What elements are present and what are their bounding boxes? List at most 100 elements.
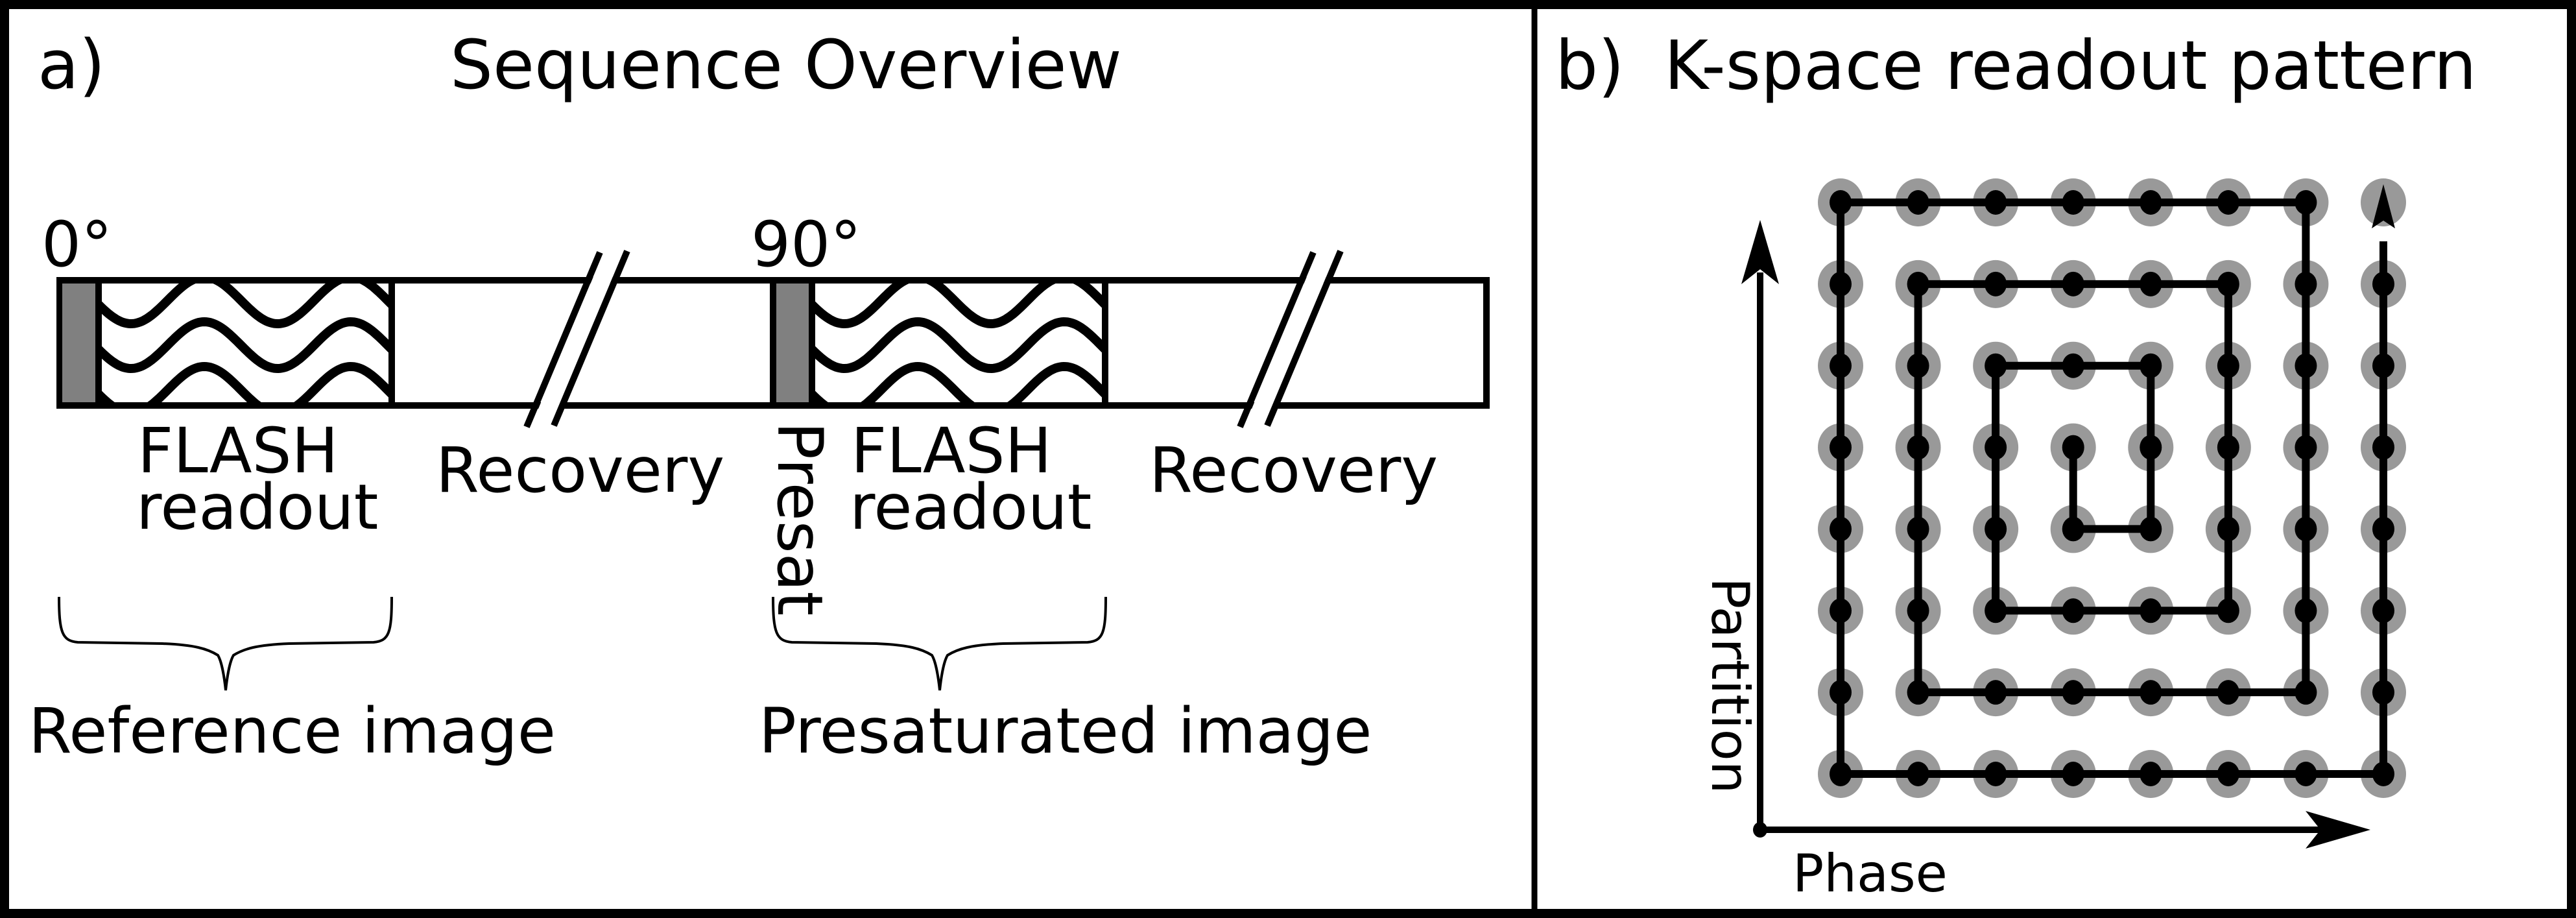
kspace-sample-dot [2372, 271, 2394, 296]
kspace-sample-dot [2062, 680, 2084, 705]
kspace-sample-dot [2372, 516, 2394, 542]
panel-b-label: b) [1555, 26, 1625, 105]
kspace-sample-dot [1907, 435, 1929, 460]
kspace-sample-dot [1985, 271, 2007, 296]
kspace-sample-dot [2062, 762, 2084, 786]
kspace-sample-dot [1830, 598, 1852, 623]
kspace-sample-dot [1985, 516, 2007, 542]
readout-wave-line [815, 317, 1102, 374]
panel-a: a) Sequence Overview 0° 90° [29, 25, 1490, 767]
kspace-sample-dot [1907, 190, 1929, 215]
kspace-sample-dot [1830, 516, 1852, 542]
kspace-sample-dot [1830, 190, 1852, 215]
brace-presat [772, 596, 1107, 691]
kspace-sample-dot [1907, 353, 1929, 378]
time-break-mark [1237, 250, 1344, 428]
readout-wave-line [102, 284, 388, 329]
kspace-sample-dot [2140, 353, 2162, 378]
readout-label-reference-line2: readout [136, 471, 378, 544]
kspace-sample-dot [2062, 271, 2084, 296]
recovery-label-reference: Recovery [436, 434, 724, 507]
readout-label-reference-line1: FLASH [137, 415, 339, 487]
image-label-reference: Reference image [29, 695, 556, 767]
axes-origin-dot [1753, 822, 1767, 838]
kspace-sample-dot [1985, 598, 2007, 623]
kspace-sample-dot [2062, 190, 2084, 215]
partition-axis-arrowhead [1741, 220, 1779, 284]
kspace-sample-dot [2372, 762, 2394, 786]
panel-a-label: a) [38, 25, 105, 104]
kspace-sample-dot [2217, 516, 2239, 542]
kspace-sample-dot [2295, 680, 2317, 705]
readout-wave-line [815, 361, 1102, 402]
partition-axis-label: Partition [1700, 577, 1760, 793]
kspace-sample-dot [2140, 435, 2162, 460]
kspace-sample-dot [2295, 353, 2317, 378]
kspace-sample-dot [2217, 190, 2239, 215]
kspace-sample-dot [2217, 353, 2239, 378]
kspace-sample-dot [2372, 598, 2394, 623]
phase-axis-label: Phase [1793, 843, 1948, 904]
sequence-timeline [56, 250, 1490, 428]
flip-angle-label-presat: 90° [751, 208, 861, 281]
kspace-sample-dot [1985, 762, 2007, 786]
presat-pulse-block [776, 284, 809, 402]
readout-path-arrowhead [2372, 184, 2395, 228]
kspace-sample-dot [2217, 680, 2239, 705]
readout-wave-line [102, 361, 388, 402]
kspace-sample-dot [2140, 516, 2162, 542]
readout-label-presat-line2: readout [850, 471, 1091, 544]
excitation-pulse-block-reference [62, 284, 96, 402]
flip-angle-label-reference: 0° [42, 208, 112, 281]
kspace-sample-dot [2217, 598, 2239, 623]
panel-b-title: K-space readout pattern [1664, 26, 2477, 105]
kspace-sample-dot [2062, 598, 2084, 623]
kspace-sample-dot [2295, 190, 2317, 215]
kspace-sample-dot [2217, 271, 2239, 296]
kspace-sample-dot [2140, 598, 2162, 623]
readout-label-presat-line1: FLASH [851, 415, 1052, 487]
kspace-sample-dot [1985, 680, 2007, 705]
brace-reference [58, 596, 393, 691]
image-label-presat: Presaturated image [759, 695, 1372, 767]
kspace-sample-dot [1907, 598, 1929, 623]
kspace-sample-dot [2140, 762, 2162, 786]
kspace-sample-dot [2140, 271, 2162, 296]
kspace-sample-dot [2062, 435, 2084, 460]
panel-a-title: Sequence Overview [450, 25, 1122, 104]
kspace-sample-dot [1830, 353, 1852, 378]
kspace-sample-dot [2295, 435, 2317, 460]
recovery-label-presat: Recovery [1149, 434, 1438, 507]
kspace-sample-dot [1830, 271, 1852, 296]
kspace-sample-dot [2372, 435, 2394, 460]
kspace-sample-dot [1830, 435, 1852, 460]
kspace-sample-dot [2295, 598, 2317, 623]
flash-readout-waves-reference [102, 284, 388, 402]
kspace-sample-dot [2062, 353, 2084, 378]
kspace-sample-dot [2372, 353, 2394, 378]
kspace-sample-dot [1830, 680, 1852, 705]
time-break-mark [523, 250, 630, 428]
presat-label: Presat [763, 422, 836, 616]
phase-axis-arrowhead [2306, 811, 2370, 849]
kspace-sample-dot [1985, 190, 2007, 215]
kspace-sample-dot [2295, 762, 2317, 786]
kspace-sample-dot [1907, 516, 1929, 542]
kspace-sample-dot [2062, 516, 2084, 542]
kspace-sample-dot [1907, 762, 1929, 786]
readout-wave-line [102, 317, 388, 374]
kspace-sample-dot [1985, 353, 2007, 378]
kspace-sample-dot [1985, 435, 2007, 460]
readout-wave-line [815, 284, 1102, 329]
panel-b: b) K-space readout pattern Phase Partiti… [1555, 26, 2477, 904]
kspace-sample-dot [2217, 762, 2239, 786]
kspace-sample-dot [1830, 762, 1852, 786]
flash-readout-waves-presat [815, 284, 1102, 402]
kspace-sample-dot [2140, 190, 2162, 215]
kspace-sample-dot [2140, 680, 2162, 705]
kspace-sample-dots [1830, 190, 2394, 786]
kspace-sample-dot [1907, 680, 1929, 705]
kspace-sample-dot [2295, 271, 2317, 296]
kspace-sample-dot [1907, 271, 1929, 296]
